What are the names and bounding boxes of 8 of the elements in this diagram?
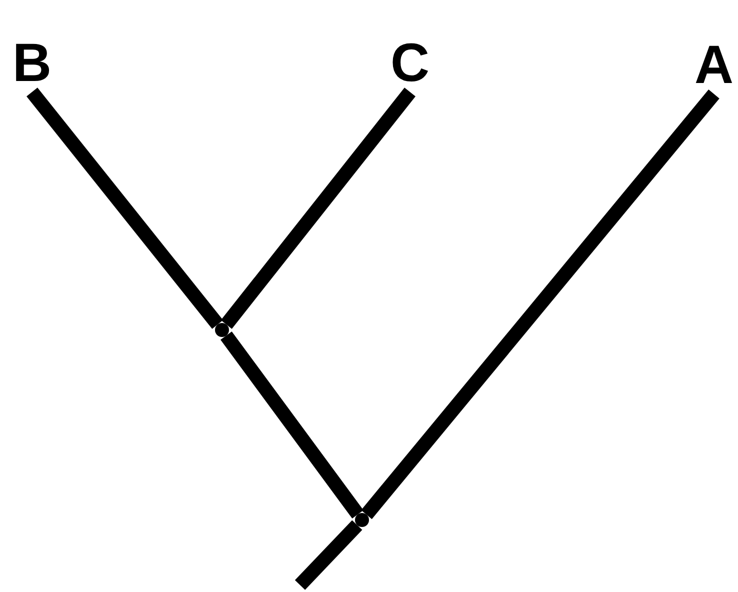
branch-line [294, 520, 362, 590]
branch-line [220, 331, 364, 519]
taxon-label: C [390, 34, 430, 92]
branch-line [220, 88, 416, 329]
taxon-label: B [12, 34, 52, 92]
taxon-label: A [692, 36, 736, 94]
branch-line [361, 90, 720, 520]
branch-line [26, 88, 224, 329]
